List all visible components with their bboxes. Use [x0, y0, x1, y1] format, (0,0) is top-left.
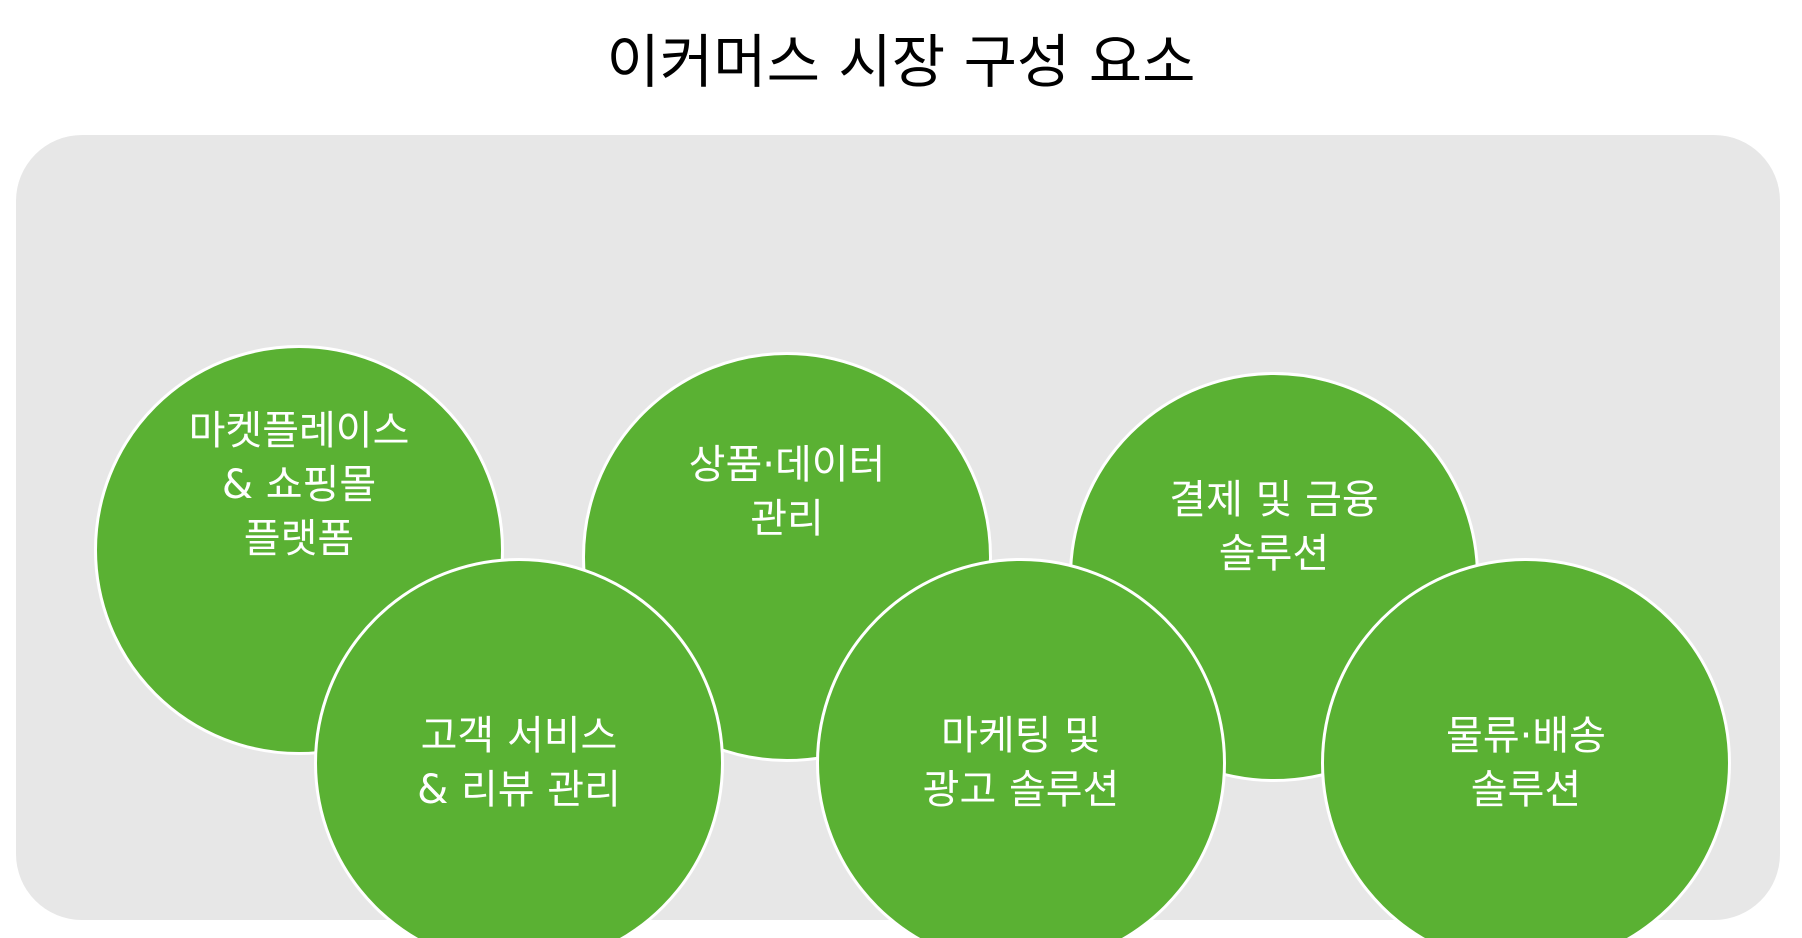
diagram-title: 이커머스 시장 구성 요소: [606, 28, 1196, 96]
component-label: 마켓플레이스 & 쇼핑몰 플랫폼: [188, 408, 410, 562]
component-label: 물류·배송 솔루션: [1446, 713, 1606, 813]
component-label: 결제 및 금융 솔루션: [1169, 477, 1379, 577]
component-circle-marketplace: 마켓플레이스 & 쇼핑몰 플랫폼: [94, 345, 504, 755]
component-circle-marketing: 마케팅 및 광고 솔루션: [816, 558, 1226, 938]
component-label: 마케팅 및 광고 솔루션: [922, 713, 1120, 813]
component-label: 고객 서비스 & 리뷰 관리: [417, 713, 621, 813]
component-circle-logistics: 물류·배송 솔루션: [1321, 558, 1731, 938]
component-circle-customer-service: 고객 서비스 & 리뷰 관리: [314, 558, 724, 938]
components-panel: 마켓플레이스 & 쇼핑몰 플랫폼 고객 서비스 & 리뷰 관리 상품·데이터 관…: [16, 135, 1780, 938]
component-label: 상품·데이터 관리: [688, 442, 886, 542]
